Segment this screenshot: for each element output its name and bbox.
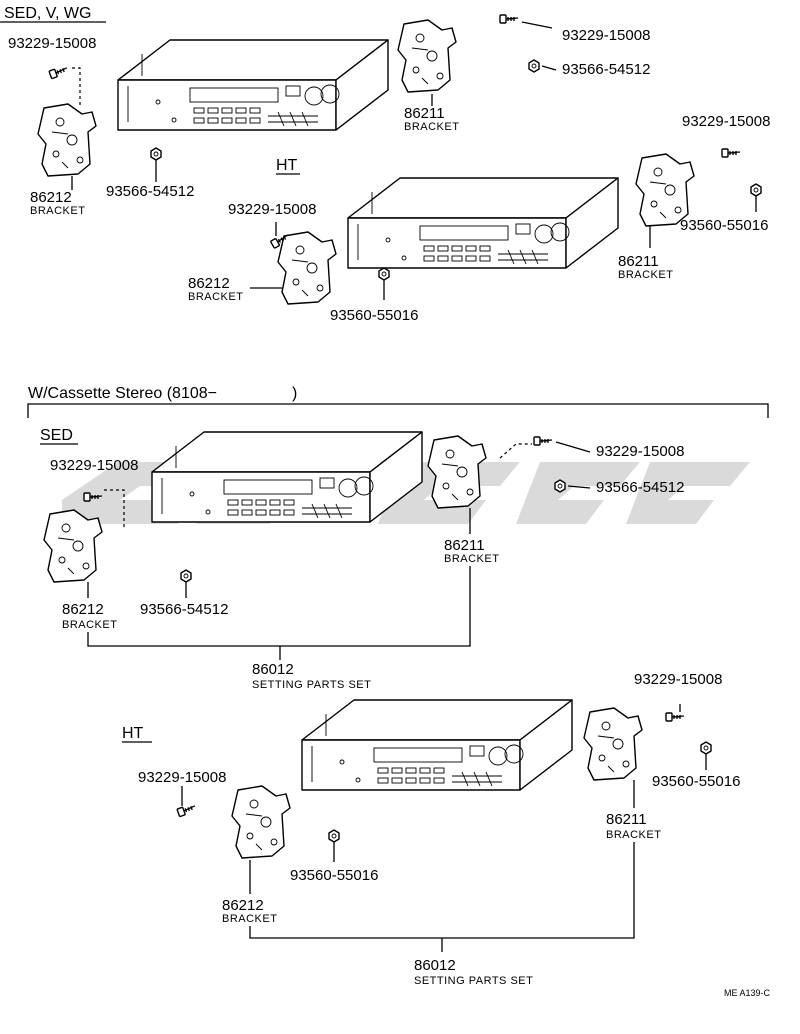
part-label-nut: 93560-55016 <box>680 217 768 234</box>
set-bracket-line <box>249 842 635 939</box>
leader-line <box>567 485 591 489</box>
screw-icon <box>176 802 198 818</box>
part-label-nut: 93566-54512 <box>106 183 194 200</box>
set-number: 86012 <box>414 957 456 974</box>
part-label-nut: 93566-54512 <box>596 479 684 496</box>
bracket-86212 <box>43 509 103 583</box>
part-label-bracket-name: BRACKET <box>606 829 661 841</box>
figure-code: ME A139-C <box>724 988 771 998</box>
set-number: 86012 <box>252 661 294 678</box>
stereo-unit <box>301 699 573 791</box>
set-name: SETTING PARTS SET <box>414 975 533 987</box>
part-label-screw: 93229-15008 <box>634 671 722 688</box>
screw-icon <box>499 14 519 24</box>
part-label-screw: 93229-15008 <box>50 457 138 474</box>
part-label-bracket-number: 86212 <box>222 897 264 914</box>
part-label-screw: 93229-15008 <box>8 35 96 52</box>
part-label-bracket-name: BRACKET <box>222 913 277 925</box>
part-label-bracket-number: 86212 <box>30 189 72 206</box>
part-label-bracket-name: BRACKET <box>30 205 85 217</box>
bracket-86211 <box>397 19 457 93</box>
stereo-unit <box>151 431 423 523</box>
part-label-screw: 93229-15008 <box>682 113 770 130</box>
leader-line <box>499 443 532 459</box>
part-label-nut: 93566-54512 <box>562 61 650 78</box>
part-label-bracket-name: BRACKET <box>618 269 673 281</box>
leader-line <box>104 489 125 530</box>
part-label-bracket-number: 86211 <box>606 811 647 828</box>
part-label-bracket-name: BRACKET <box>404 121 459 133</box>
screw-icon <box>665 712 685 722</box>
part-label-bracket-number: 86212 <box>188 275 230 292</box>
nut-icon <box>700 741 712 755</box>
screw-icon <box>533 436 553 446</box>
part-label-screw: 93229-15008 <box>138 769 226 786</box>
leader-line <box>72 67 81 108</box>
screw-icon <box>721 148 741 158</box>
part-label-nut: 93566-54512 <box>140 601 228 618</box>
part-label-bracket-name: BRACKET <box>188 291 243 303</box>
nut-icon <box>554 479 566 493</box>
part-label-bracket-number: 86212 <box>62 601 104 618</box>
cassette-stereo-title: W/Cassette Stereo (8108− <box>28 385 217 402</box>
part-label-screw: 93229-15008 <box>228 201 316 218</box>
section-title-ht: HT <box>276 157 298 174</box>
part-label-bracket-number: 86211 <box>404 105 445 122</box>
leader-line <box>555 441 591 453</box>
bracket-86211 <box>427 435 487 509</box>
bracket-86211 <box>635 153 695 227</box>
part-label-bracket-name: BRACKET <box>62 619 117 631</box>
cassette-bracket-line <box>27 403 769 418</box>
section-title-ht: HT <box>122 725 144 742</box>
nut-icon <box>528 59 540 73</box>
section-title-sed: SED <box>40 427 73 444</box>
leader-line <box>541 65 557 71</box>
nut-icon <box>328 829 340 843</box>
part-label-bracket-number: 86211 <box>618 253 659 270</box>
screw-icon <box>48 64 70 80</box>
set-bracket-line <box>87 566 471 647</box>
leader-line <box>521 21 553 29</box>
bracket-86211 <box>583 707 643 781</box>
part-label-nut: 93560-55016 <box>330 307 418 324</box>
part-label-nut: 93560-55016 <box>652 773 740 790</box>
part-label-screw: 93229-15008 <box>596 443 684 460</box>
stereo-unit <box>347 177 619 269</box>
bracket-86212 <box>277 231 337 305</box>
nut-icon <box>180 569 192 583</box>
section-title-sed-v-wg: SED, V, WG <box>4 5 91 22</box>
nut-icon <box>750 183 762 197</box>
set-name: SETTING PARTS SET <box>252 679 371 691</box>
stereo-unit <box>117 39 389 131</box>
bracket-86212 <box>37 103 97 177</box>
cassette-stereo-title-close: ) <box>292 385 297 402</box>
bracket-86212 <box>231 785 291 859</box>
part-label-nut: 93560-55016 <box>290 867 378 884</box>
part-label-bracket-name: BRACKET <box>444 553 499 565</box>
nut-icon <box>378 267 390 281</box>
part-label-screw: 93229-15008 <box>562 27 650 44</box>
part-label-bracket-number: 86211 <box>444 537 485 554</box>
nut-icon <box>150 147 162 161</box>
